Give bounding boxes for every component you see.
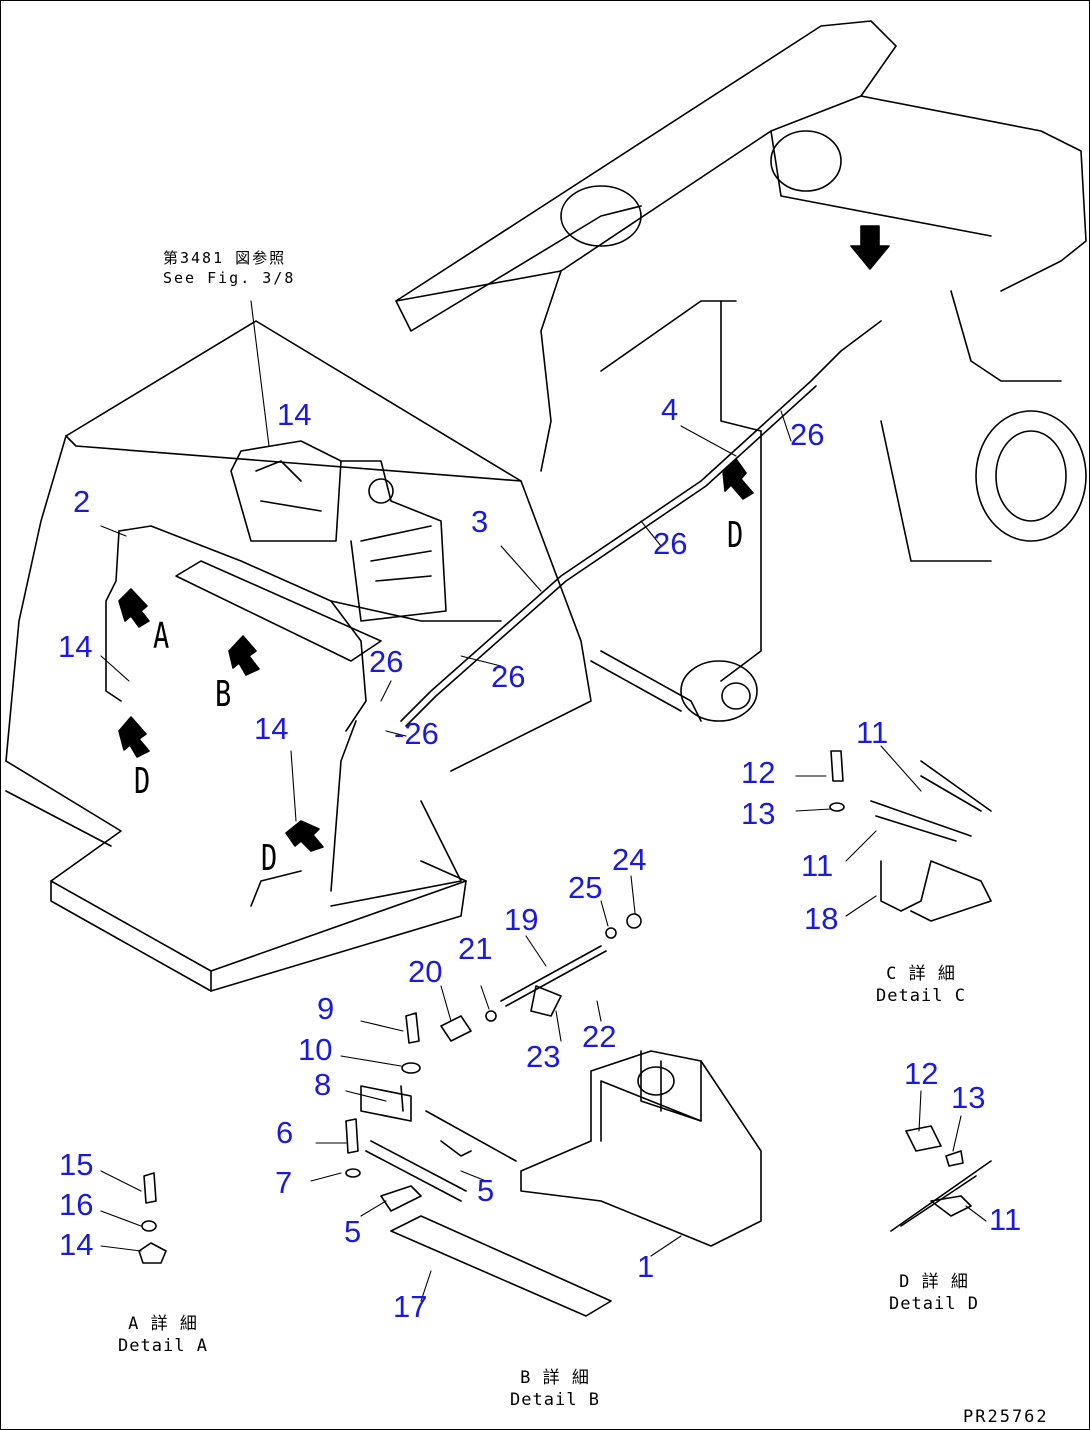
callout-14-left: 14 <box>58 629 93 664</box>
hose-lines <box>105 320 882 892</box>
detail-a-caption: A 詳 細 Detail A <box>118 1313 208 1357</box>
view-arrow-d-mid <box>285 820 324 852</box>
detail-a-en: Detail A <box>118 1336 208 1357</box>
view-arrows <box>118 225 890 852</box>
detail-d-parts <box>890 1125 992 1232</box>
callout-11-top: 11 <box>856 715 889 750</box>
callout-4: 4 <box>661 392 679 427</box>
detail-c-jp: C 詳 細 <box>886 964 956 984</box>
view-arrow-b <box>228 635 260 676</box>
drawing-code: PR25762 <box>963 1407 1049 1427</box>
figure-reference-note: 第3481 図参照 See Fig. 3/8 <box>163 248 295 289</box>
detail-b-en: Detail B <box>510 1390 600 1411</box>
view-letter-d-left: D <box>134 761 151 802</box>
leader-lines <box>100 300 987 1302</box>
callout-13-top: 13 <box>741 796 776 831</box>
detail-b-jp: B 詳 細 <box>520 1368 590 1388</box>
callout-21: 21 <box>458 931 493 966</box>
callout-9: 9 <box>317 991 335 1026</box>
upper-frame <box>395 20 1087 722</box>
detail-a-jp: A 詳 細 <box>128 1314 198 1334</box>
callout-26-a: 26 <box>790 417 825 452</box>
callout-12-bottom: 12 <box>904 1056 939 1091</box>
view-arrow-d-top <box>722 458 754 500</box>
callout-10: 10 <box>298 1032 333 1067</box>
view-letter-d-right: D <box>727 515 744 556</box>
detail-c-en: Detail C <box>876 986 966 1007</box>
detail-d-caption: D 詳 細 Detail D <box>889 1271 979 1315</box>
callout-20: 20 <box>408 954 443 989</box>
callout-14-top: 14 <box>277 397 312 432</box>
callout-19: 19 <box>504 902 539 937</box>
detail-d-jp: D 詳 細 <box>899 1272 969 1292</box>
callout-5-a: 5 <box>477 1173 495 1208</box>
callout-2: 2 <box>73 484 91 519</box>
callout-5-b: 5 <box>344 1214 362 1249</box>
view-arrow-c <box>850 225 890 270</box>
callout-26-d: 26 <box>491 659 526 694</box>
callout-18: 18 <box>804 901 839 936</box>
callout-25: 25 <box>568 870 603 905</box>
reference-jp: 第3481 図参照 <box>163 249 287 267</box>
callout-14-mid: 14 <box>254 711 289 746</box>
detail-b-caption: B 詳 細 Detail B <box>510 1367 600 1411</box>
callout-12-top: 12 <box>741 755 776 790</box>
callout-8: 8 <box>314 1067 332 1102</box>
detail-b-parts <box>345 913 762 1317</box>
callout-1: 1 <box>637 1249 655 1284</box>
callout-23: 23 <box>526 1039 561 1074</box>
clamp-detail-c <box>829 750 992 922</box>
control-valve <box>175 440 447 662</box>
callout-3: 3 <box>471 504 489 539</box>
callout-11-bottom: 11 <box>989 1202 1022 1237</box>
detail-d-en: Detail D <box>889 1294 979 1315</box>
callout-26-b: 26 <box>653 526 688 561</box>
detail-c-caption: C 詳 細 Detail C <box>876 963 966 1007</box>
detail-a-parts <box>138 1172 167 1264</box>
callout-14-bottom: 14 <box>59 1227 94 1262</box>
view-letter-b: B <box>215 674 232 715</box>
callout-17: 17 <box>393 1289 428 1324</box>
callout-26-e: -26 <box>394 716 439 751</box>
view-letter-a: A <box>153 616 170 657</box>
callout-24: 24 <box>612 842 647 877</box>
view-arrow-a <box>118 588 150 628</box>
reference-en: See Fig. 3/8 <box>163 269 296 288</box>
callout-15: 15 <box>59 1147 94 1182</box>
callout-6: 6 <box>276 1115 294 1150</box>
callout-7: 7 <box>275 1165 293 1200</box>
view-letter-d-mid: D <box>261 838 278 879</box>
callout-13-bottom: 13 <box>951 1080 986 1115</box>
callout-11-mid: 11 <box>801 848 834 883</box>
callout-16: 16 <box>59 1187 94 1222</box>
operator-deck <box>5 320 592 992</box>
callout-22: 22 <box>582 1019 617 1054</box>
view-arrow-d-left <box>118 716 150 758</box>
callout-26-c: 26 <box>369 644 404 679</box>
